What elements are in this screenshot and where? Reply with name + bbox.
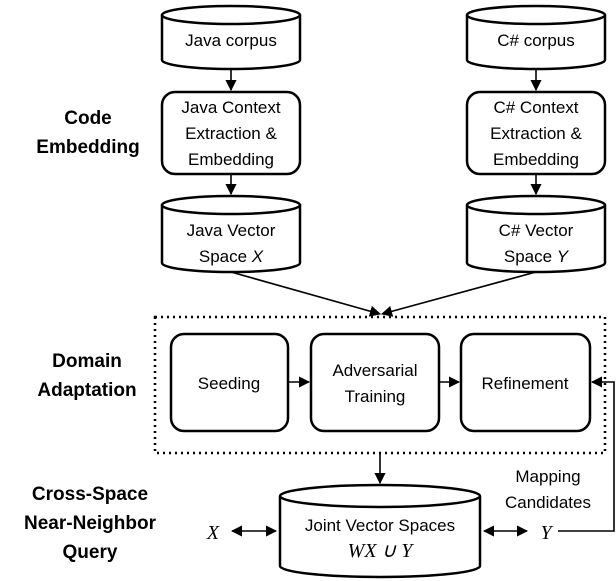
csharp-vector-space-db: C# Vector Space Y xyxy=(465,194,607,274)
refinement-box: Refinement xyxy=(459,332,592,433)
adversarial-training-box: Adversarial Training xyxy=(309,332,441,433)
seeding-box: Seeding xyxy=(169,332,290,433)
java-vector-space-db: Java Vector Space X xyxy=(160,194,302,274)
svg-text:Java Vector: Java Vector xyxy=(187,221,276,240)
mapping-candidates-label: Mapping Candidates xyxy=(505,467,591,512)
query-y-label: Y xyxy=(540,522,553,544)
query-x-label: X xyxy=(206,522,220,544)
arrow-mapping-candidates-feedback xyxy=(558,376,615,532)
csharp-corpus-db: C# corpus xyxy=(465,4,607,71)
svg-text:Query: Query xyxy=(63,542,118,563)
svg-text:Adversarial: Adversarial xyxy=(332,361,417,380)
svg-text:Domain: Domain xyxy=(52,351,122,372)
svg-text:Code: Code xyxy=(64,108,112,129)
svg-text:Training: Training xyxy=(345,387,406,406)
svg-text:Embedding: Embedding xyxy=(36,137,139,158)
svg-text:C# Vector: C# Vector xyxy=(499,221,574,240)
svg-text:Embedding: Embedding xyxy=(188,150,274,169)
arrow-java-vector-to-adaptation xyxy=(230,271,382,317)
svg-text:Joint Vector Spaces: Joint Vector Spaces xyxy=(305,516,455,535)
svg-text:Embedding: Embedding xyxy=(493,150,579,169)
arrow-csharp-vector-to-adaptation xyxy=(380,271,537,317)
java-context-extraction-box: Java Context Extraction & Embedding xyxy=(160,90,302,176)
svg-text:Adaptation: Adaptation xyxy=(37,380,136,401)
stage-cross-space-query-label: Cross-Space Near-Neighbor Query xyxy=(24,484,157,563)
svg-text:Candidates: Candidates xyxy=(505,493,591,512)
svg-text:C# corpus: C# corpus xyxy=(497,31,574,50)
svg-text:Seeding: Seeding xyxy=(198,374,260,393)
svg-text:Near-Neighbor: Near-Neighbor xyxy=(24,513,157,534)
csharp-context-extraction-box: C# Context Extraction & Embedding xyxy=(465,90,607,176)
svg-text:Space Y: Space Y xyxy=(504,247,570,266)
svg-text:Mapping: Mapping xyxy=(515,467,580,486)
svg-text:Extraction &: Extraction & xyxy=(490,124,582,143)
svg-text:Extraction &: Extraction & xyxy=(185,124,277,143)
svg-text:C# Context: C# Context xyxy=(493,98,578,117)
stage-code-embedding-label: Code Embedding xyxy=(36,108,139,158)
svg-text:Cross-Space: Cross-Space xyxy=(32,484,148,505)
svg-text:Java corpus: Java corpus xyxy=(185,31,277,50)
stage-domain-adaptation-label: Domain Adaptation xyxy=(37,351,136,401)
svg-text:WX ∪ Y: WX ∪ Y xyxy=(348,540,415,562)
svg-text:Java Context: Java Context xyxy=(181,98,280,117)
svg-text:Space X: Space X xyxy=(199,247,264,266)
joint-vector-spaces-db: Joint Vector Spaces WX ∪ Y xyxy=(278,483,482,579)
svg-text:Refinement: Refinement xyxy=(482,374,569,393)
java-corpus-db: Java corpus xyxy=(160,4,302,71)
